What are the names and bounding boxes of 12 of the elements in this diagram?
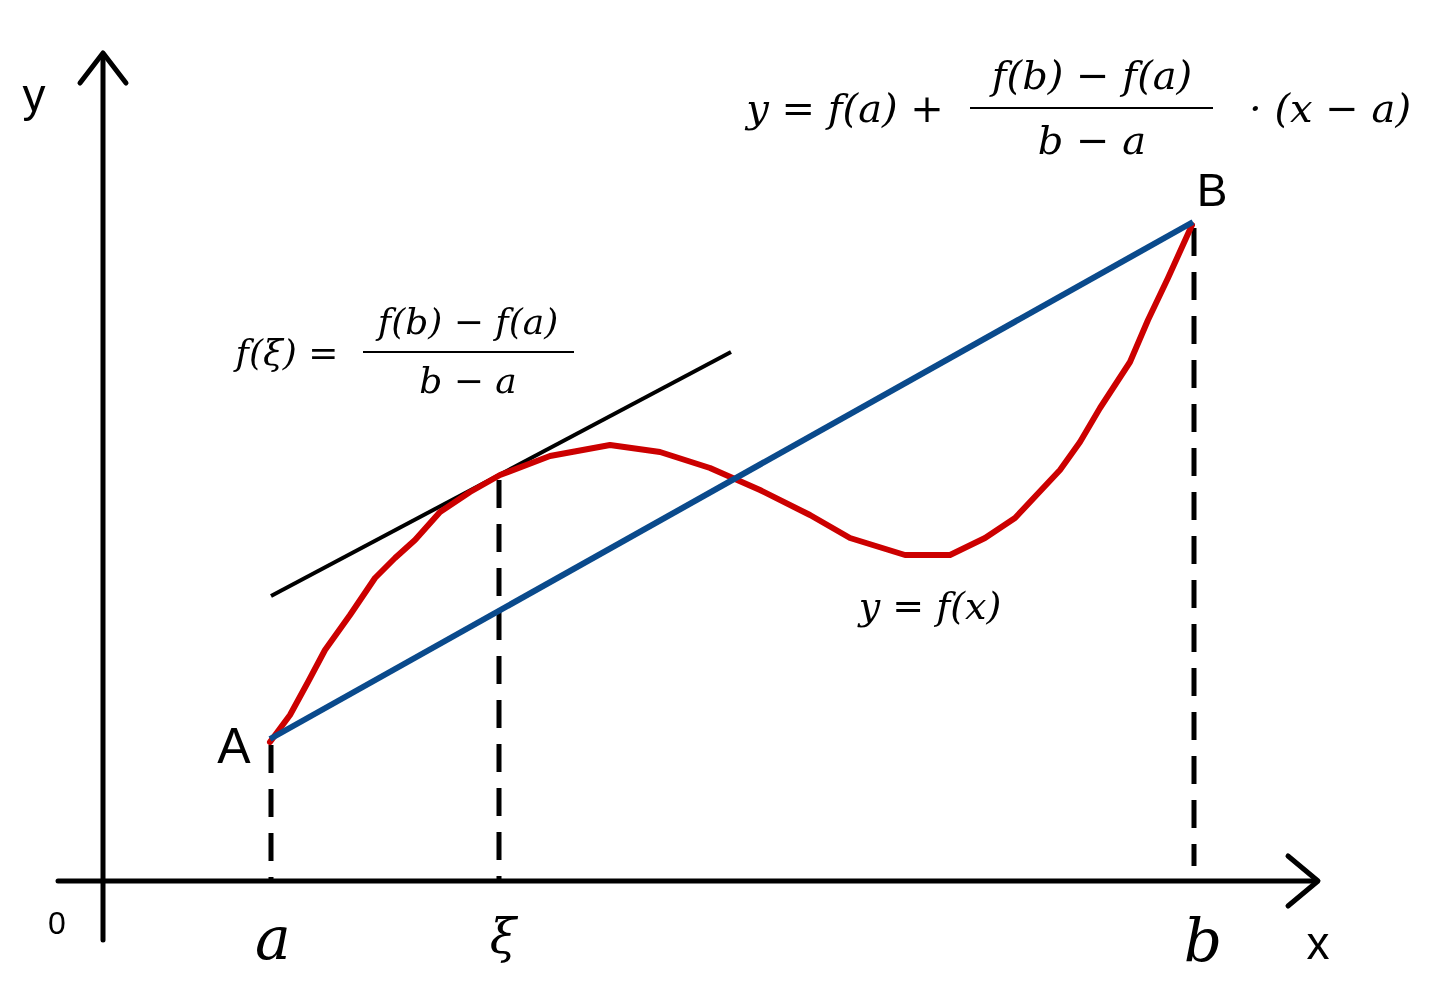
origin-label: 0 [48, 907, 66, 939]
formula-text: f(b) − f(a) [377, 304, 559, 340]
tick-label: a [255, 908, 291, 968]
tick-label: b [1183, 910, 1223, 970]
formula-text: · (x − a) [1249, 88, 1411, 128]
point-label: B [1196, 167, 1228, 213]
formula-text: f(ξ) = [235, 335, 339, 371]
point-label: A [217, 721, 251, 771]
formula-text: f(b) − f(a) [991, 55, 1193, 95]
axis-label: x [1306, 920, 1330, 966]
formula-text: b − a [1037, 120, 1147, 160]
formula-text: b − a [419, 363, 517, 399]
